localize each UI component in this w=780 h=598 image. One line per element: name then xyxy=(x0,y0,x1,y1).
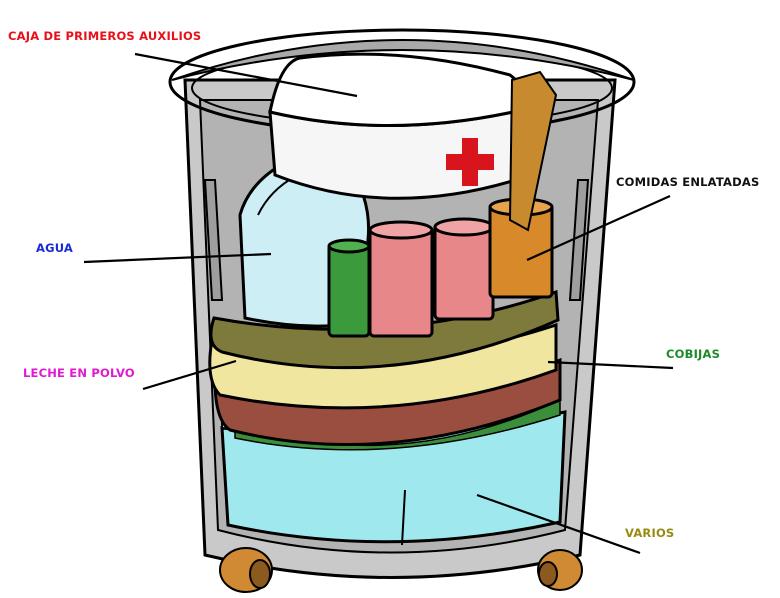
can-pink-1 xyxy=(370,228,432,336)
can-pink-2 xyxy=(435,225,493,319)
can-green xyxy=(329,244,369,336)
label-cobijas: COBIJAS xyxy=(666,347,720,361)
first-aid-kit-lid xyxy=(270,54,524,125)
label-caja-primeros-auxilios: CAJA DE PRIMEROS AUXILIOS xyxy=(8,29,201,43)
label-leche-en-polvo: LECHE EN POLVO xyxy=(23,366,135,380)
label-agua: AGUA xyxy=(36,241,73,255)
label-varios: VARIOS xyxy=(625,526,674,540)
label-comidas-enlatadas: COMIDAS ENLATADAS xyxy=(616,175,759,189)
